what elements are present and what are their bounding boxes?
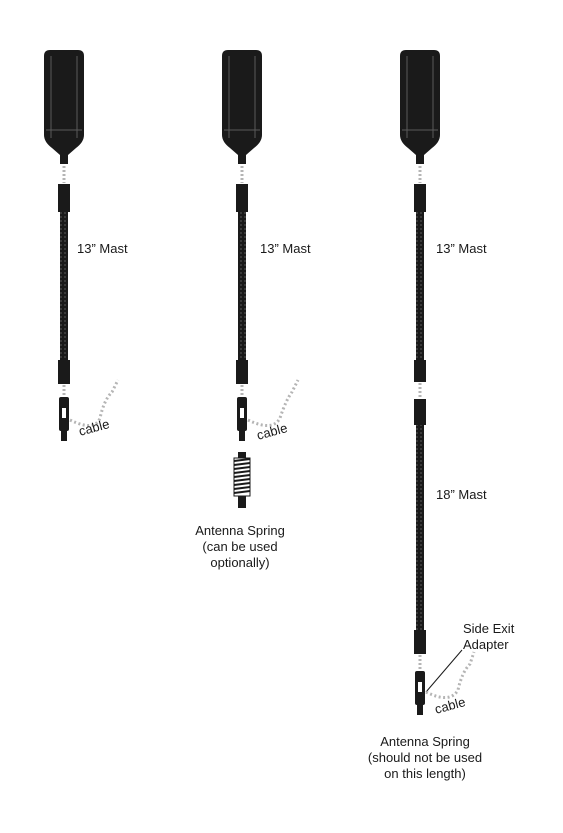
cable-3	[425, 651, 476, 699]
spring-label-3-line2: (should not be used	[367, 750, 483, 765]
mast-coupler-2a	[236, 184, 248, 212]
mast-label-3b: 18” Mast	[436, 487, 487, 502]
assembly-1	[44, 50, 120, 441]
cable-2	[247, 379, 300, 427]
antenna-head-2	[222, 50, 262, 164]
side-exit-adapter	[414, 630, 426, 654]
spring-label-2-line1: Antenna Spring	[195, 523, 285, 538]
spring-label-2-line3: optionally)	[210, 555, 270, 570]
mast-coupler-1b	[58, 360, 70, 384]
assembly-3	[400, 50, 476, 715]
mount-base-1	[59, 397, 69, 441]
mast-label-2: 13” Mast	[260, 241, 311, 256]
mount-base-2	[237, 397, 247, 441]
mast-13-1	[60, 212, 68, 360]
mast-13-3	[416, 212, 424, 360]
mast-18-3	[416, 425, 424, 630]
mast-label-3: 13” Mast	[436, 241, 487, 256]
antenna-head-3	[400, 50, 440, 164]
mast-coupler-1a	[58, 184, 70, 212]
antenna-head-1	[44, 50, 84, 164]
mast-coupler-3a	[414, 184, 426, 212]
adapter-label-line2: Adapter	[463, 637, 509, 652]
mast-13-2	[238, 212, 246, 360]
mast-label-1: 13” Mast	[77, 241, 128, 256]
cable-1	[69, 379, 120, 427]
adapter-pointer-line	[425, 649, 463, 693]
adapter-label-line1: Side Exit	[463, 621, 515, 636]
spring-label-3-line3: on this length)	[384, 766, 466, 781]
spring-label-2-line2: (can be used	[202, 539, 278, 554]
spring-label-2: Antenna Spring (can be used optionally)	[170, 523, 310, 571]
mast-coupler-3b	[414, 360, 426, 382]
adapter-label: Side Exit Adapter	[463, 621, 514, 653]
mast-coupler-2b	[236, 360, 248, 384]
antenna-spring-2	[233, 452, 251, 508]
spring-label-3-line1: Antenna Spring	[380, 734, 470, 749]
spring-label-3: Antenna Spring (should not be used on th…	[350, 734, 500, 782]
mast-coupler-3c	[414, 399, 426, 425]
assembly-2	[222, 50, 300, 508]
mount-base-3	[415, 671, 425, 715]
